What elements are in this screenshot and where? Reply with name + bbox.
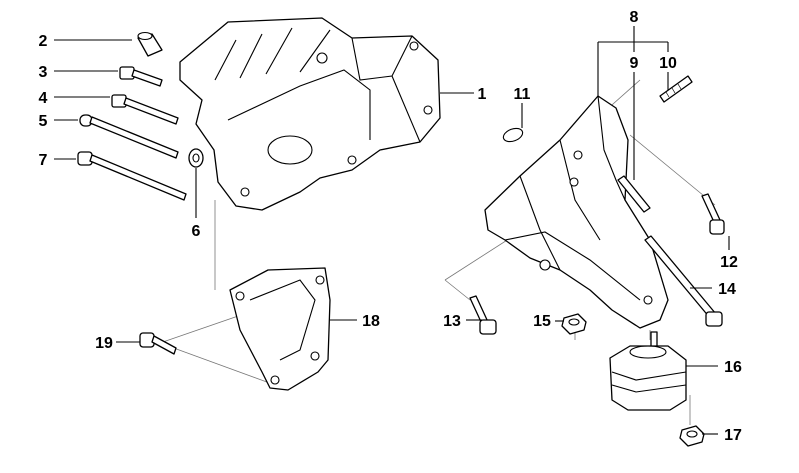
- part-sleeve: [137, 31, 163, 57]
- part-nut-lower: [679, 425, 705, 447]
- callout-1: 1: [478, 86, 487, 103]
- callout-9: 9: [630, 55, 639, 72]
- callout-14: 14: [718, 281, 736, 298]
- callout-13: 13: [443, 313, 461, 330]
- callout-12: 12: [720, 254, 738, 271]
- callout-17: 17: [724, 427, 742, 444]
- callout-7: 7: [39, 152, 48, 169]
- part-washer: [188, 148, 204, 168]
- callout-2: 2: [39, 33, 48, 50]
- part-bolt-medium: [111, 94, 179, 125]
- part-plate: [229, 267, 331, 391]
- callout-10: 10: [659, 55, 677, 72]
- part-stud: [659, 75, 693, 103]
- part-circlip: [502, 127, 524, 143]
- part-bolt-extra-long: [77, 151, 187, 201]
- part-bolt-lower: [469, 295, 497, 335]
- callout-16: 16: [724, 359, 742, 376]
- part-bracket-right: [484, 95, 669, 329]
- part-bolt-right: [701, 193, 725, 235]
- part-bolt-short: [119, 66, 163, 87]
- part-pin: [617, 175, 651, 213]
- part-bolt-plate: [139, 332, 177, 355]
- callout-18: 18: [362, 313, 380, 330]
- callout-4: 4: [39, 90, 48, 107]
- callout-8: 8: [630, 9, 639, 26]
- callout-15: 15: [533, 313, 551, 330]
- part-bracket-main: [179, 17, 441, 211]
- part-bolt-long: [79, 114, 179, 159]
- callout-11: 11: [514, 86, 531, 103]
- callout-5: 5: [39, 113, 48, 130]
- callout-19: 19: [95, 335, 113, 352]
- part-bolt-long-right: [644, 235, 723, 327]
- part-nut: [561, 313, 587, 335]
- callout-labels: 2 3 4 5 7 1 6 8 9 10 11 12 13 14 15 16 1…: [39, 9, 742, 444]
- leader-lines: [54, 26, 730, 435]
- part-engine-mount: [609, 331, 687, 411]
- callout-6: 6: [192, 223, 201, 240]
- callout-3: 3: [39, 64, 48, 81]
